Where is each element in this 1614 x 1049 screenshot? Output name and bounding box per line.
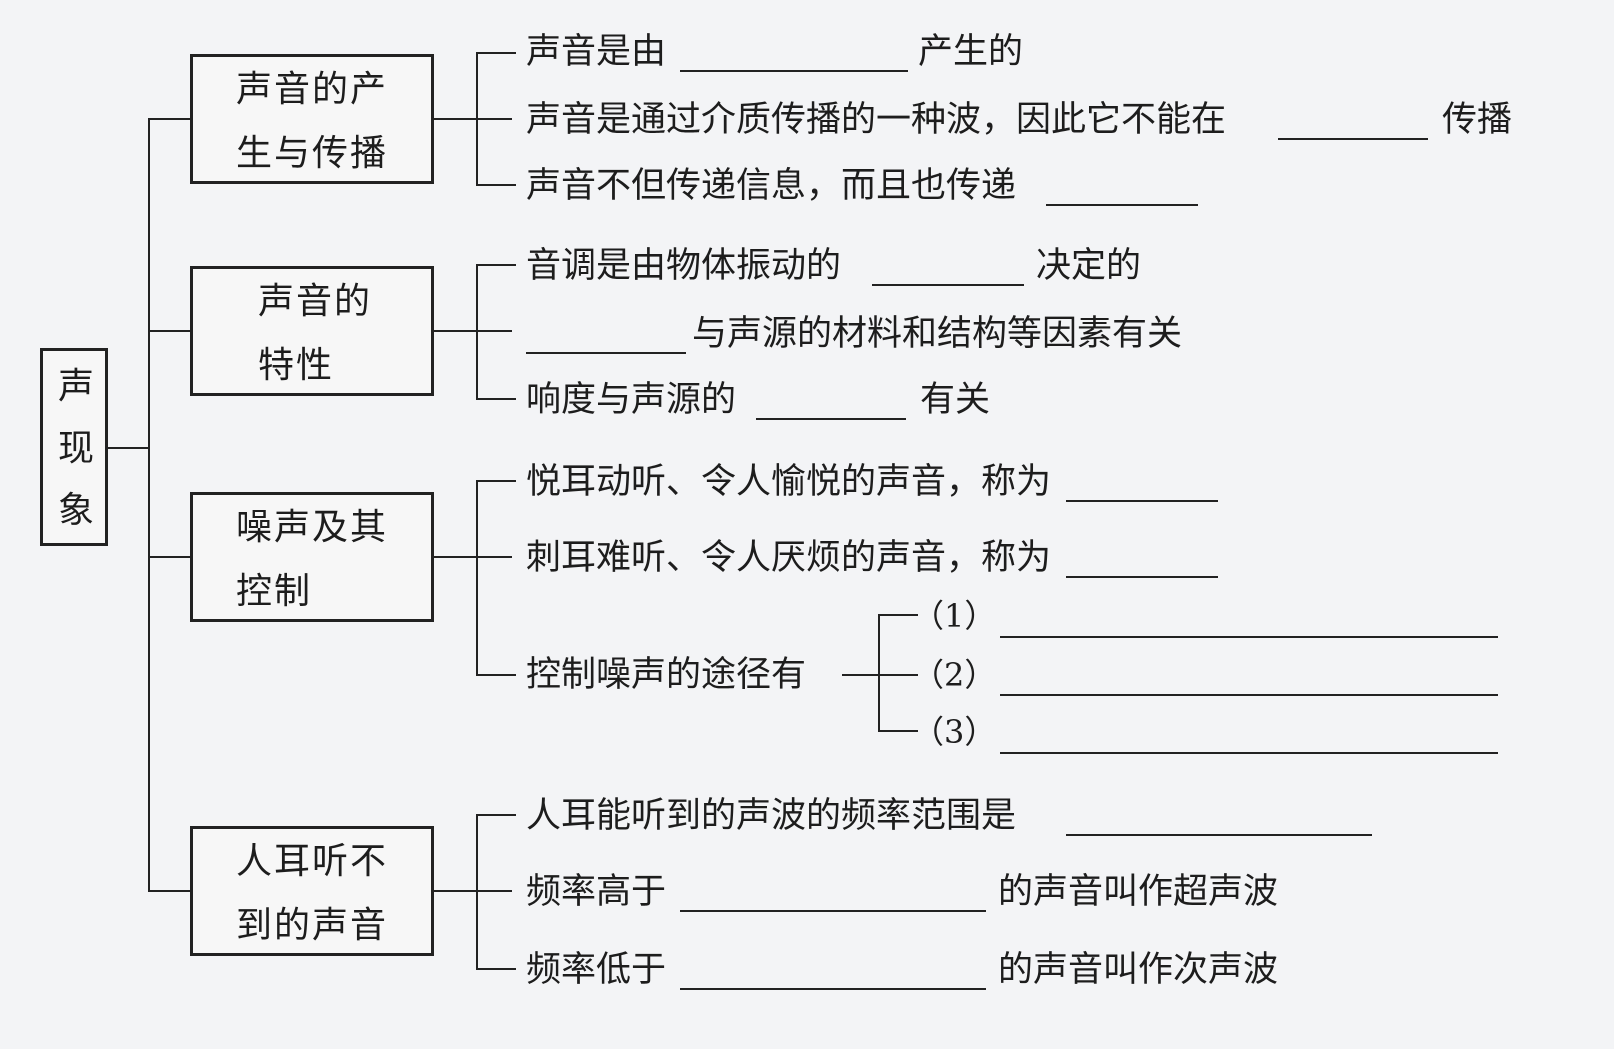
answer-blank <box>756 418 906 420</box>
answer-blank <box>1278 138 1428 140</box>
statement-text: 的声音叫作超声波 <box>998 872 1279 912</box>
answer-blank <box>526 352 686 354</box>
section-box <box>190 54 434 184</box>
connector-line <box>434 330 512 332</box>
connector-line <box>476 480 516 482</box>
connector-line <box>148 890 190 892</box>
section-box <box>190 266 434 396</box>
way-number: （1） <box>912 597 997 635</box>
statement-text: 与声源的材料和结构等因素有关 <box>692 314 1183 354</box>
connector-line <box>476 814 478 970</box>
statement-text: 的声音叫作次声波 <box>998 950 1279 990</box>
section-title: 噪声及其 控制 <box>236 507 389 612</box>
connector-line <box>434 890 512 892</box>
connector-line <box>148 118 150 892</box>
connector-line <box>434 118 512 120</box>
section-title: 声音的 特性 <box>258 281 373 386</box>
way-number: （2） <box>912 656 997 694</box>
answer-blank <box>680 910 986 912</box>
answer-blank <box>1066 834 1372 836</box>
connector-line <box>476 968 516 970</box>
statement-text: 声音不但传递信息，而且也传递 <box>526 166 1017 206</box>
way-number: （3） <box>912 713 997 751</box>
connector-line <box>878 614 880 732</box>
section-box <box>190 492 434 622</box>
connector-line <box>148 330 190 332</box>
statement-text: 声音是通过介质传播的一种波，因此它不能在 <box>526 100 1227 140</box>
section-title: 声音的产 生与传播 <box>236 69 389 174</box>
connector-line <box>476 674 516 676</box>
statement-text: 刺耳难听、令人厌烦的声音，称为 <box>526 538 1052 578</box>
statement-text: 人耳能听到的声波的频率范围是 <box>526 796 1017 836</box>
connector-line <box>148 556 190 558</box>
root-char: 声 <box>57 366 94 407</box>
answer-blank <box>872 284 1024 286</box>
statement-text: 声音是由 <box>526 32 667 72</box>
root-char: 现 <box>57 428 94 469</box>
connector-line <box>878 730 918 732</box>
answer-blank <box>1000 636 1498 638</box>
answer-blank <box>1046 204 1198 206</box>
answer-blank <box>1000 694 1498 696</box>
answer-blank <box>680 988 986 990</box>
connector-line <box>476 52 516 54</box>
statement-text: 有关 <box>920 380 991 420</box>
connector-line <box>476 264 516 266</box>
connector-line <box>476 814 516 816</box>
answer-blank <box>1000 752 1498 754</box>
statement-text: 决定的 <box>1036 246 1142 286</box>
statement-text: 响度与声源的 <box>526 380 737 420</box>
connector-line <box>476 52 478 186</box>
connector-line <box>878 614 918 616</box>
answer-blank <box>680 70 908 72</box>
connector-line <box>476 184 516 186</box>
connector-line <box>476 480 478 676</box>
statement-text: 悦耳动听、令人愉悦的声音，称为 <box>526 462 1052 502</box>
connector-line <box>148 118 190 120</box>
connector-line <box>842 674 918 676</box>
answer-blank <box>1066 500 1218 502</box>
section-title: 人耳听不 到的声音 <box>236 841 389 946</box>
connector-line <box>434 556 512 558</box>
statement-text: 传播 <box>1442 100 1513 140</box>
connector-line <box>476 398 516 400</box>
connector-line <box>108 447 150 449</box>
statement-text: 产生的 <box>918 32 1024 72</box>
connector-line <box>476 264 478 400</box>
statement-text: 频率低于 <box>526 950 667 990</box>
statement-text: 音调是由物体振动的 <box>526 246 842 286</box>
root-box <box>40 348 108 546</box>
answer-blank <box>1066 576 1218 578</box>
root-char: 象 <box>57 490 94 531</box>
statement-text: 频率高于 <box>526 872 667 912</box>
section-box <box>190 826 434 956</box>
statement-text: 控制噪声的途径有 <box>526 655 807 695</box>
root-label: 声 现 象 <box>56 356 96 542</box>
